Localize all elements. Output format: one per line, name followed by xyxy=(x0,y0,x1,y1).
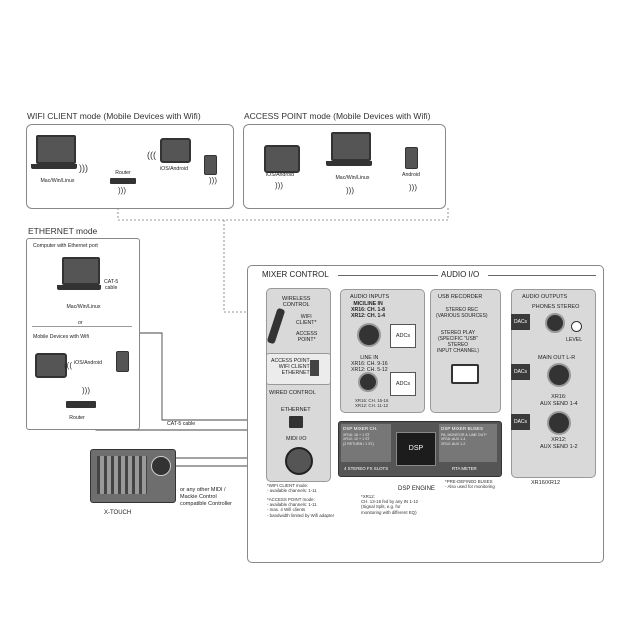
ethernet-port-icon xyxy=(289,416,303,428)
mode-switch-label: ACCESS POINT WIFI CLIENT ETHERNET xyxy=(271,358,310,376)
dac-box-3: DACs xyxy=(511,414,530,430)
line-in-label: LINE IN XR16: CH. 9-16 XR12: CH. 5-12 xyxy=(351,355,388,373)
wifi-signal-icon: ))) xyxy=(82,386,90,395)
line-in-sub-label: XR16: CH. 15-16 XR12: CH. 11-12 xyxy=(355,398,389,408)
adc-box-1: ADCs xyxy=(390,324,416,348)
wifi-signal-icon: ))) xyxy=(409,183,417,192)
wifi-client-laptop-label: Mac/Win/Linux xyxy=(40,178,75,184)
aux-xr12-label: XR12: AUX SEND 1-2 xyxy=(540,437,578,450)
ethernet-router-label: Router xyxy=(69,415,85,421)
usb-port-icon xyxy=(451,364,479,384)
phones-stereo-label: PHONES STEREO xyxy=(532,304,580,310)
stereo-rec-label: STEREO REC (VARIOUS SOURCES) xyxy=(436,307,488,319)
wifi-signal-icon: ))) xyxy=(79,163,88,173)
x-touch-controller-icon xyxy=(90,449,176,503)
jack-input-icon xyxy=(358,372,378,392)
wifi-dotted-link-top xyxy=(117,208,449,221)
dac-box-1: DACs xyxy=(511,314,530,330)
audio-inputs-sub: MIC/LINE IN XR16: CH. 1-8 XR12: CH. 1-4 xyxy=(351,301,386,319)
tablet-icon xyxy=(160,138,191,163)
adc-box-2: ADCs xyxy=(390,372,416,396)
xlr-output-icon xyxy=(547,363,571,387)
xr12-note: *XR12: CH. 13-16 fed by any IN 1-12 (Sig… xyxy=(361,494,419,515)
ethernet-tablet-label: iOS/Android xyxy=(74,360,102,366)
dsp-buses-sub: PA, MONITOR & LINE OUT* XR16: AUX 1-4 XR… xyxy=(441,433,487,446)
level-knob-icon xyxy=(571,321,582,332)
mixer-control-title: MIXER CONTROL xyxy=(262,270,329,279)
mobile-caption: Mobile Devices with Wifi xyxy=(33,334,89,340)
phone-icon xyxy=(405,147,418,169)
dsp-mixer-ch-box: DSP MIXER CH. XR16: 16 + 1 ST XR12: 12 +… xyxy=(341,424,391,462)
wired-control-label: WIRED CONTROL xyxy=(269,390,316,396)
x-touch-alt-label: or any other MIDI / Mackie Control compa… xyxy=(180,487,232,507)
divider xyxy=(338,275,438,276)
dsp-buses-box: DSP MIXER BUSES PA, MONITOR & LINE OUT* … xyxy=(439,424,497,462)
router-icon xyxy=(66,401,96,408)
router-label: Router xyxy=(115,170,131,176)
wifi-signal-icon: ))) xyxy=(118,186,126,195)
dsp-buses-title: DSP MIXER BUSES xyxy=(441,426,484,431)
cat5-cable-label-1: CAT-5 cable xyxy=(104,279,119,291)
usb-recorder-panel xyxy=(430,289,501,413)
rta-meter-label: RTA METER xyxy=(452,466,477,471)
wifi-signal-icon: ))) xyxy=(275,181,283,190)
stereo-play-label: STEREO PLAY (SPECIFIC "USB" STEREO INPUT… xyxy=(437,330,479,354)
audio-outputs-title: AUDIO OUTPUTS xyxy=(522,294,568,300)
audio-io-title: AUDIO I/O xyxy=(441,270,480,279)
phone-icon xyxy=(116,351,129,372)
audio-inputs-title: AUDIO INPUTS xyxy=(350,294,390,300)
dac-box-2: DACs xyxy=(511,364,530,380)
midi-io-label: MIDI I/O xyxy=(286,436,307,442)
laptop-icon xyxy=(57,257,101,290)
main-out-label: MAIN OUT L-R xyxy=(538,355,576,361)
access-point-label: ACCESS POINT* xyxy=(296,331,318,343)
cat5-cable-label-2: CAT-5 cable xyxy=(167,421,196,427)
level-label: LEVEL xyxy=(566,337,583,343)
wireless-control-label: WIRELESS CONTROL xyxy=(282,296,311,308)
phones-jack-icon xyxy=(545,313,565,333)
access-point-note: *ACCESS POINT mode: - available channels… xyxy=(267,497,335,518)
wifi-client-title: WIFI CLIENT mode (Mobile Devices with Wi… xyxy=(27,111,201,121)
dsp-mixer-sub: XR16: 16 + 1 ST XR12: 12 + 1 ST (2 RETUR… xyxy=(343,433,374,446)
buses-note: *PRE-DEFINED BUSES - Also used for monit… xyxy=(445,479,495,490)
wifi-client-label: WIFI CLIENT* xyxy=(296,314,317,326)
wifi-signal-icon: ))) xyxy=(209,176,217,185)
access-point-tablet-label: iOS/Android xyxy=(266,172,294,178)
mode-switch xyxy=(310,360,319,376)
divider xyxy=(488,275,596,276)
usb-recorder-title: USB RECORDER xyxy=(438,294,483,300)
x-touch-label: X-TOUCH xyxy=(104,510,132,516)
wifi-signal-icon: ((( xyxy=(147,150,156,160)
dsp-chip: DSP xyxy=(396,432,436,466)
phone-icon xyxy=(204,155,217,175)
xlr-aux-output-icon xyxy=(547,411,571,435)
or-label: or xyxy=(76,320,85,326)
dsp-engine-label: DSP ENGINE xyxy=(398,486,435,492)
fx-slots-label: 4 STEREO FX SLOTS xyxy=(344,466,389,471)
xlr-combo-input-icon xyxy=(357,323,381,347)
wifi-signal-icon: ((( xyxy=(64,361,72,370)
access-point-phone-label: Android xyxy=(402,172,420,178)
tablet-icon xyxy=(264,145,300,173)
ethernet-port-label: ETHERNET xyxy=(281,407,311,413)
aux-xr16-label: XR16: AUX SEND 1-4 xyxy=(540,394,578,407)
wifi-signal-icon: ))) xyxy=(346,186,354,195)
access-point-title: ACCESS POINT mode (Mobile Devices with W… xyxy=(244,111,431,121)
model-label: XR16/XR12 xyxy=(531,480,561,486)
wifi-client-tablet-label: iOS/Android xyxy=(160,166,188,172)
laptop-icon xyxy=(31,135,77,169)
tablet-icon xyxy=(35,353,67,378)
ethernet-title: ETHERNET mode xyxy=(28,226,98,236)
midi-port-icon xyxy=(285,447,313,475)
laptop-icon xyxy=(326,132,372,166)
computer-caption: Computer with Ethernet port xyxy=(33,243,98,249)
access-point-laptop-label: Mac/Win/Linux xyxy=(335,175,370,181)
router-icon xyxy=(110,178,136,184)
dsp-mixer-title: DSP MIXER CH. xyxy=(343,426,378,431)
wifi-client-note: *WIFI CLIENT mode: - available channels:… xyxy=(267,483,317,494)
mode-switch-panel xyxy=(266,353,331,385)
divider xyxy=(32,326,132,327)
ethernet-laptop-label: Mac/Win/Linux xyxy=(66,304,101,310)
